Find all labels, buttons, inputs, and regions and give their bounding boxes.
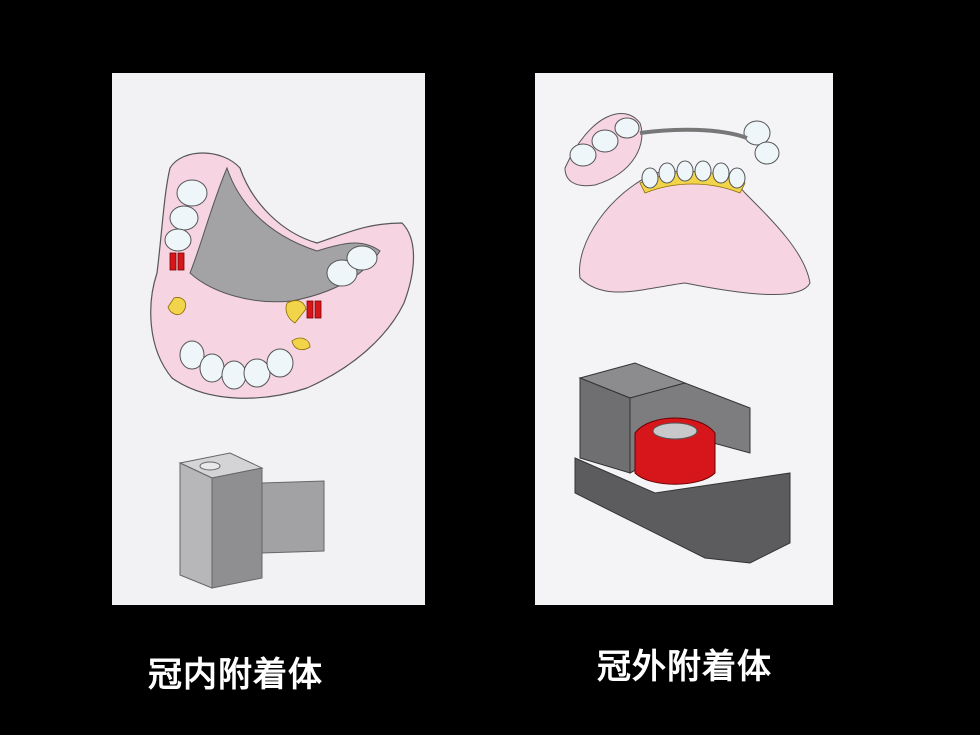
extracoronal-attachment-block [574, 362, 791, 564]
extracoronal-figure-panel [535, 73, 833, 605]
intracoronal-illustration [150, 152, 415, 589]
extracoronal-illustration [564, 113, 811, 564]
intracoronal-attachment-block [178, 452, 325, 589]
extracoronal-caption: 冠外附着体 [597, 647, 772, 687]
denture-arch-illustration [150, 152, 415, 399]
intracoronal-figure-panel [112, 73, 425, 605]
intracoronal-caption: 冠内附着体 [148, 655, 323, 695]
partial-denture-illustration [564, 113, 811, 296]
